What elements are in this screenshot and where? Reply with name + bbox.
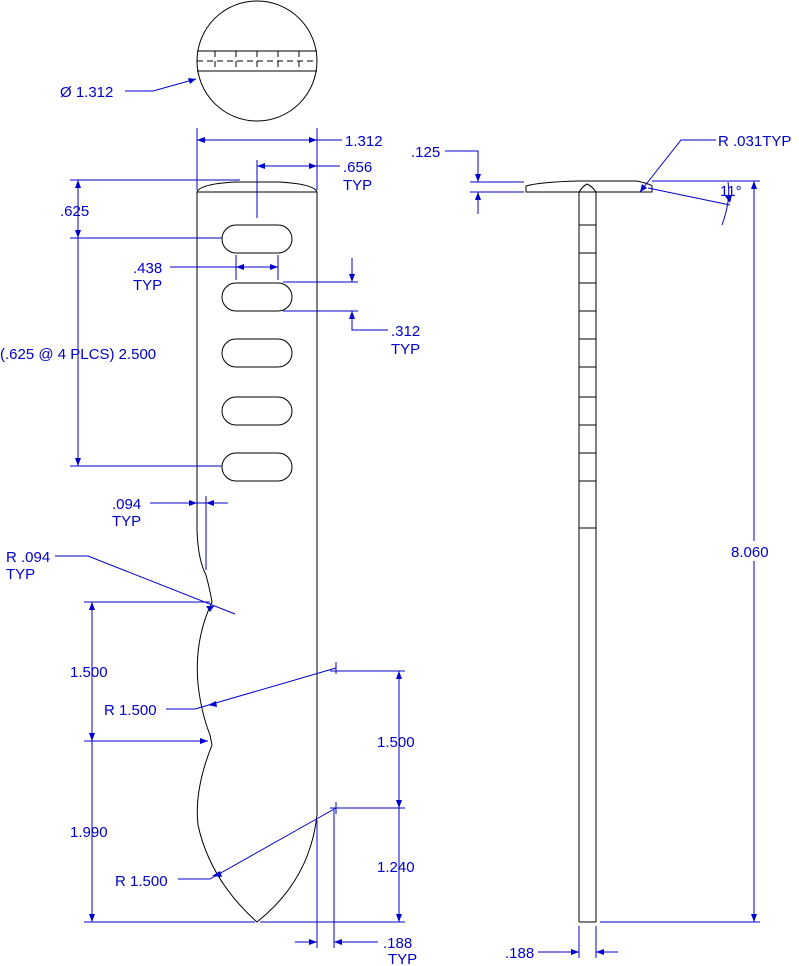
front-view-dimensions: 1.312 .656 TYP .625 (.625 @ 4 PLCS) 2.50…	[0, 128, 420, 966]
arrowhead	[349, 311, 355, 319]
lower-radius-label: R 1.500	[115, 873, 168, 890]
diameter-label: Ø 1.312	[60, 84, 113, 101]
slot-4	[221, 396, 293, 426]
arrowhead	[596, 949, 604, 955]
slot-width-dimension-line	[351, 311, 388, 331]
arrowhead	[75, 458, 81, 466]
lobe-height-left-label: 1.500	[70, 664, 108, 681]
arrowhead	[349, 274, 355, 282]
cap-radius-leader	[639, 139, 716, 193]
slot-width-label: .312	[391, 323, 420, 340]
top-offset-label: .625	[60, 203, 89, 220]
arrowhead	[751, 914, 757, 922]
cap-thickness-label: .125	[411, 144, 440, 161]
notch-radius-label: R .094	[6, 549, 50, 566]
arrowhead	[309, 163, 317, 169]
arrowhead	[197, 137, 205, 143]
edge-thickness-label: .188	[383, 935, 412, 952]
side-view	[525, 180, 653, 923]
front-view	[196, 181, 318, 923]
arrowhead	[396, 671, 402, 679]
slot-5	[221, 452, 293, 482]
angle-extension-line	[647, 187, 731, 206]
arrowhead	[208, 701, 217, 707]
arrowhead	[212, 871, 222, 877]
slot-2	[221, 282, 293, 312]
arrowhead	[89, 914, 95, 922]
cap-angle-label: 11°	[720, 183, 742, 200]
edge-offset-label: .094	[112, 496, 141, 513]
arrowhead	[270, 264, 278, 270]
diameter-leader	[125, 78, 197, 92]
arrowhead	[206, 500, 214, 506]
tip-height-right-label: 1.240	[377, 859, 415, 876]
side-view-dimensions: .125 R .031TYP 11° 8.060 .188	[411, 133, 791, 962]
angle-arc	[721, 181, 730, 226]
arrowhead	[75, 230, 81, 238]
arrowhead	[188, 78, 196, 84]
front-view-left-profile	[196, 192, 318, 923]
arrowhead	[475, 192, 481, 200]
slot-length-label: .438	[133, 260, 162, 277]
slot-pattern-label: (.625 @ 4 PLCS) 2.500	[0, 346, 156, 363]
edge-thickness-typ: TYP	[388, 951, 417, 966]
lobe-height-right-label: 1.500	[377, 734, 415, 751]
lower-height-left-label: 1.990	[70, 824, 108, 841]
label-mask	[729, 541, 785, 561]
notch-radius-leader	[55, 555, 236, 615]
arrowhead	[334, 939, 342, 945]
side-view-cap	[525, 180, 653, 193]
half-width-typ: TYP	[343, 177, 372, 194]
arrowhead	[75, 180, 81, 188]
arrowhead	[236, 264, 244, 270]
edge-offset-typ: TYP	[112, 513, 141, 530]
slot-3	[221, 338, 293, 368]
cap-thickness-dimension-line	[445, 150, 479, 182]
arrowhead	[571, 949, 579, 955]
upper-radius-leader	[166, 667, 337, 710]
top-view: Ø 1.312	[60, 0, 318, 122]
arrowhead	[751, 181, 757, 189]
arrowhead	[189, 500, 197, 506]
arrowhead	[309, 137, 317, 143]
slot-width-typ: TYP	[391, 341, 420, 358]
arrowhead	[200, 738, 208, 744]
lower-radius-leader	[178, 807, 337, 880]
arrowhead	[396, 914, 402, 922]
notch-radius-typ: TYP	[6, 566, 35, 583]
arrowhead	[640, 184, 647, 192]
side-view-slot-marks	[579, 224, 596, 529]
side-view-fillet	[578, 183, 597, 193]
arrowhead	[89, 733, 95, 741]
arrowhead	[257, 163, 265, 169]
width-label: 1.312	[345, 133, 383, 150]
slot-1	[221, 224, 293, 254]
arrowhead	[89, 602, 95, 610]
stem-thickness-label: .188	[505, 945, 534, 962]
arrowhead	[725, 195, 732, 203]
arrowhead	[396, 800, 402, 808]
arrowhead	[309, 939, 317, 945]
half-width-label: .656	[343, 159, 372, 176]
slot-length-typ: TYP	[133, 277, 162, 294]
arrowhead	[206, 606, 214, 612]
overall-length-label: 8.060	[731, 544, 769, 561]
cap-radius-label: R .031TYP	[718, 133, 791, 150]
upper-radius-label: R 1.500	[104, 702, 157, 719]
arrowhead	[475, 174, 481, 182]
